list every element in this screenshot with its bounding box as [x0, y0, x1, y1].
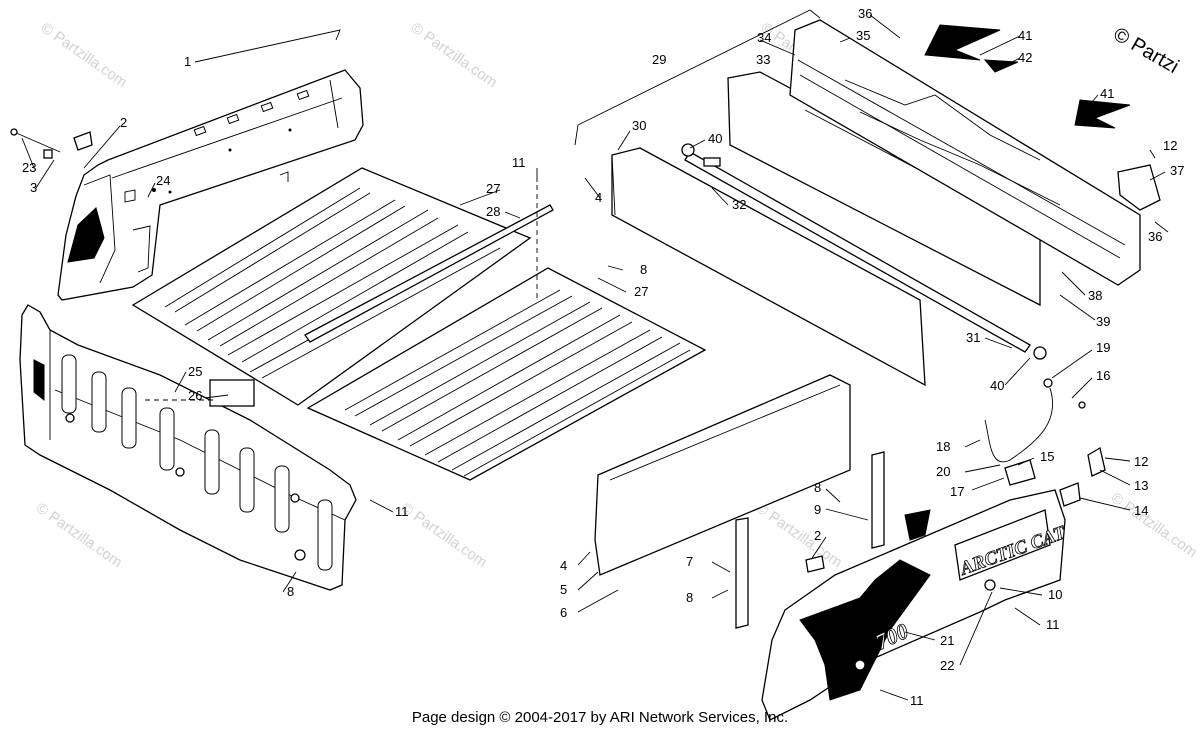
callout-label: 28 [486, 204, 500, 219]
callout-numbers: 1 2 3 23 24 25 26 11 27 28 8 27 11 8 29 … [22, 6, 1184, 708]
callout-label: 11 [395, 504, 409, 519]
tailgate-logo [954, 509, 1051, 581]
inner-panel [594, 374, 851, 576]
callout-label: 40 [708, 131, 722, 146]
callout-label: 8 [287, 584, 294, 599]
leader-lines [21, 14, 1169, 701]
callout-label: 18 [936, 439, 950, 454]
corner-watermark: © Partzi [1110, 23, 1183, 78]
decal-26 [209, 379, 255, 407]
callout-label: 13 [1134, 478, 1148, 493]
callout-label: 41 [1100, 86, 1114, 101]
callout-label: 42 [1018, 50, 1032, 65]
callout-label: 4 [560, 558, 567, 573]
callout-label: 20 [936, 464, 950, 479]
side-panel-30 [611, 147, 926, 387]
decal-41 [1074, 99, 1131, 129]
light-harness [984, 378, 1106, 507]
callout-label: 25 [188, 364, 202, 379]
callout-label: 5 [560, 582, 567, 597]
callout-label: 2 [120, 115, 127, 130]
tailgate: ARCTIC CAT 700 [761, 489, 1070, 721]
callout-label: 17 [950, 484, 964, 499]
watermark: © Partzilla.com [398, 499, 491, 571]
callout-label: 8 [686, 590, 693, 605]
callout-label: 32 [732, 197, 746, 212]
callout-label: 21 [940, 633, 954, 648]
callout-label: 11 [512, 155, 526, 170]
front-bed-wall [57, 69, 364, 301]
callout-label: 22 [940, 658, 954, 673]
callout-label: 26 [188, 388, 202, 403]
callout-label: 10 [1048, 587, 1062, 602]
callout-label: 1 [184, 54, 191, 69]
callout-label: 16 [1096, 368, 1110, 383]
callout-label: 38 [1088, 288, 1102, 303]
watermark: © Partzilla.com [408, 19, 501, 91]
bed-floor-left [131, 167, 554, 406]
callout-label: 14 [1134, 503, 1148, 518]
callout-label: 29 [652, 52, 666, 67]
page-footer: Page design © 2004-2017 by ARI Network S… [412, 709, 788, 726]
callout-label: 11 [910, 693, 924, 708]
callout-label: 27 [486, 181, 500, 196]
watermark: © Partzilla.com [38, 19, 131, 91]
callout-label: 33 [756, 52, 770, 67]
callout-label: 24 [156, 173, 170, 188]
callout-label: 15 [1040, 449, 1054, 464]
callout-label: 8 [640, 262, 647, 277]
tailgate-rail [789, 19, 1161, 286]
floor-strip-28 [304, 204, 554, 343]
callout-label: 6 [560, 605, 567, 620]
callout-label: 2 [814, 528, 821, 543]
callout-label: 12 [1163, 138, 1177, 153]
brackets [735, 451, 885, 629]
callout-label: 41 [1018, 28, 1032, 43]
callout-label: 37 [1170, 163, 1184, 178]
callout-label: 31 [966, 330, 980, 345]
callout-label: 39 [1096, 314, 1110, 329]
callout-label: 7 [686, 554, 693, 569]
callout-label: 19 [1096, 340, 1110, 355]
watermark: © Partzilla.com [33, 499, 126, 571]
watermark: © Partzilla.com [1108, 489, 1200, 561]
callout-label: 8 [814, 480, 821, 495]
callout-label: 35 [856, 28, 870, 43]
callout-label: 23 [22, 160, 36, 175]
callout-label: 30 [632, 118, 646, 133]
callout-label: 36 [858, 6, 872, 21]
bed-floor-right [306, 267, 707, 481]
callout-label: 3 [30, 180, 37, 195]
decal-41 [924, 24, 1001, 61]
callout-label: 40 [990, 378, 1004, 393]
callout-label: 12 [1134, 454, 1148, 469]
callout-label: 11 [1046, 617, 1060, 632]
callout-label: 4 [595, 190, 602, 205]
callout-label: 36 [1148, 229, 1162, 244]
bed-box [19, 304, 357, 591]
callout-label: 9 [814, 502, 821, 517]
bed-box-ribs [61, 354, 333, 571]
callout-label: 34 [757, 30, 771, 45]
front-wall-hardware [10, 128, 156, 203]
callout-label: 27 [634, 284, 648, 299]
